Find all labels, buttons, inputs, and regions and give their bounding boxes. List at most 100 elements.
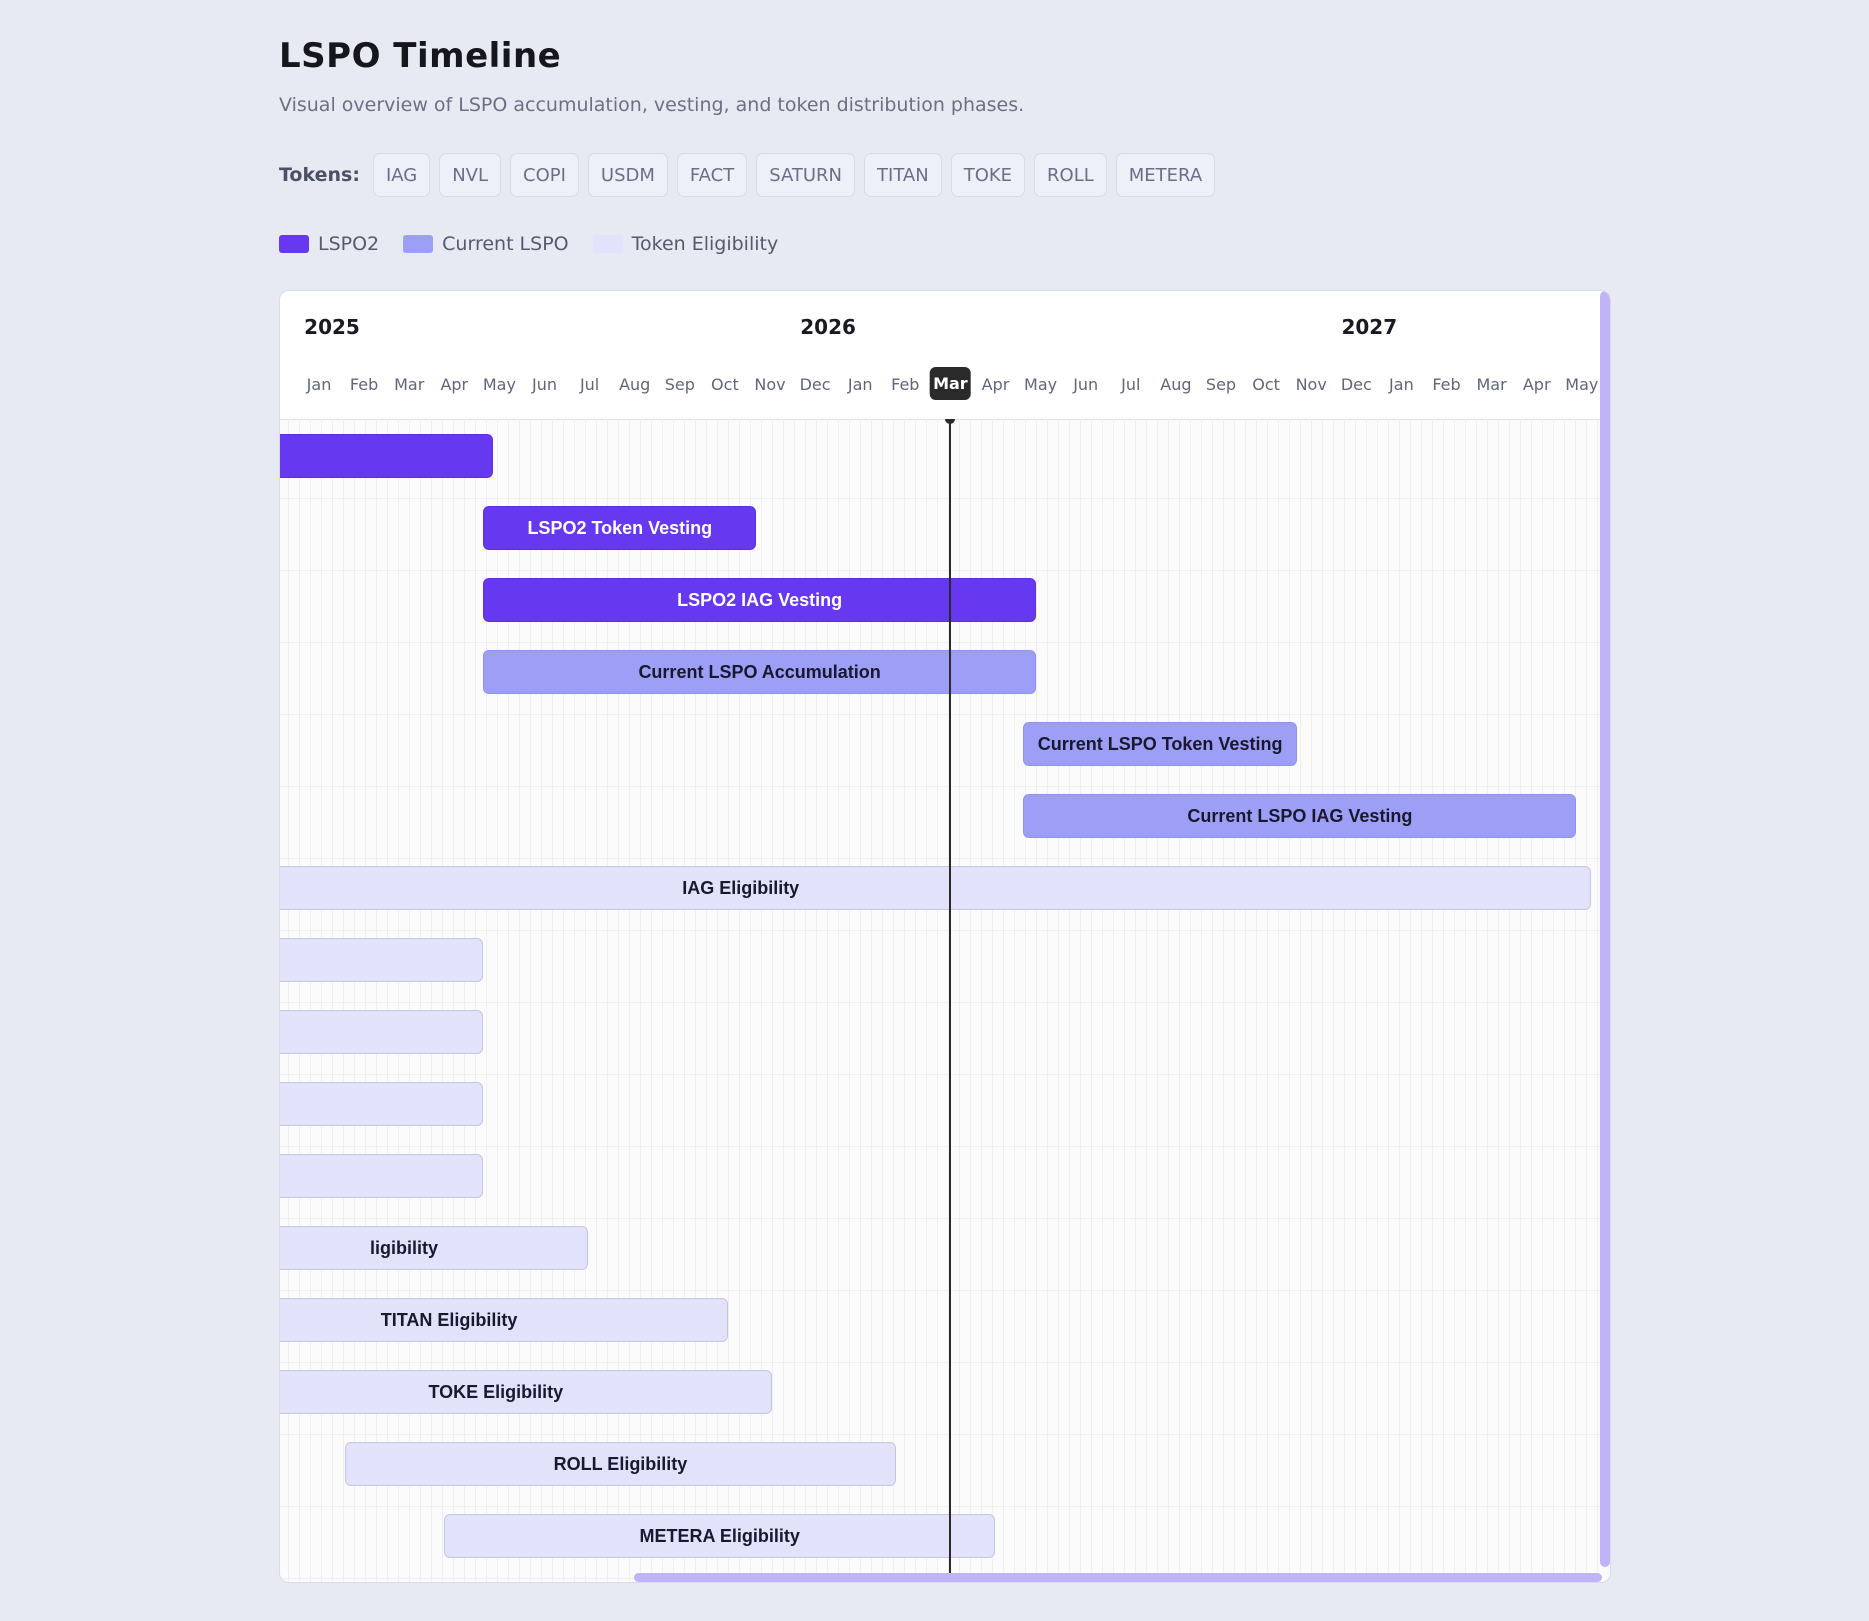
- row-divider: [280, 570, 1602, 571]
- grid-line: [1300, 419, 1301, 1582]
- token-chip-copi[interactable]: COPI: [510, 153, 579, 197]
- grid-line: [343, 419, 344, 1582]
- grid-line: [1520, 419, 1521, 1582]
- legend-swatch-lspo2: [279, 235, 309, 253]
- month-label: Mar: [394, 375, 425, 394]
- grid-line: [1377, 419, 1378, 1582]
- grid-line: [1113, 419, 1114, 1582]
- token-chip-roll[interactable]: ROLL: [1034, 153, 1107, 197]
- page-subtitle: Visual overview of LSPO accumulation, ve…: [279, 94, 1025, 116]
- grid-line: [662, 419, 663, 1582]
- token-chip-iag[interactable]: IAG: [372, 153, 431, 197]
- grid-line: [992, 419, 993, 1582]
- month-label: Feb: [1432, 375, 1461, 394]
- grid-line: [673, 419, 674, 1582]
- grid-line: [1058, 419, 1059, 1582]
- grid-line: [1531, 419, 1532, 1582]
- grid-line: [1135, 419, 1136, 1582]
- row-divider: [280, 498, 1602, 499]
- token-chip-saturn[interactable]: SATURN: [756, 153, 856, 197]
- token-chip-toke[interactable]: TOKE: [950, 153, 1026, 197]
- row-divider: [280, 1218, 1602, 1219]
- month-label: May: [1565, 375, 1599, 394]
- token-chip-titan[interactable]: TITAN: [864, 153, 942, 197]
- grid-line: [409, 419, 410, 1582]
- grid-line: [1069, 419, 1070, 1582]
- grid-line: [1432, 419, 1433, 1582]
- month-label: Apr: [440, 375, 469, 394]
- grid-line: [1190, 419, 1191, 1582]
- timeline-bar-current[interactable]: Current LSPO Token Vesting: [1023, 722, 1297, 766]
- month-label: Jul: [1121, 375, 1141, 394]
- timeline-bar-label: LSPO2 Token Vesting: [527, 517, 713, 538]
- timeline-bar-label: METERA Eligibility: [639, 1525, 800, 1546]
- grid-line: [1168, 419, 1169, 1582]
- grid-line: [1146, 419, 1147, 1582]
- timeline-bar-eligibility[interactable]: TITAN Eligibility: [280, 1298, 729, 1342]
- timeline-bar-eligibility[interactable]: [280, 1154, 484, 1198]
- grid-line: [1454, 419, 1455, 1582]
- grid-line: [893, 419, 894, 1582]
- token-chip-usdm[interactable]: USDM: [587, 153, 668, 197]
- grid-line: [288, 419, 289, 1582]
- grid-line: [1289, 419, 1290, 1582]
- grid-line: [1465, 419, 1466, 1582]
- timeline-bar-eligibility[interactable]: ligibility: [280, 1226, 589, 1270]
- grid-line: [486, 419, 487, 1582]
- timeline-bar-lspo2[interactable]: [280, 434, 493, 478]
- month-label: Oct: [1252, 375, 1280, 394]
- timeline-bar-eligibility[interactable]: ROLL Eligibility: [344, 1442, 897, 1486]
- grid-line: [1179, 419, 1180, 1582]
- token-chip-metera[interactable]: METERA: [1115, 153, 1216, 197]
- grid-line: [1223, 419, 1224, 1582]
- grid-line: [1333, 419, 1334, 1582]
- timeline-bar-current[interactable]: Current LSPO Accumulation: [483, 650, 1037, 694]
- grid-line: [1234, 419, 1235, 1582]
- month-label: Jan: [847, 375, 873, 394]
- grid-line: [299, 419, 300, 1582]
- horizontal-scrollbar[interactable]: [634, 1573, 1602, 1582]
- row-divider: [280, 930, 1602, 931]
- grid-line: [772, 419, 773, 1582]
- timeline-bar-eligibility[interactable]: [280, 1082, 484, 1126]
- grid-line: [1410, 419, 1411, 1582]
- grid-line: [552, 419, 553, 1582]
- grid-line: [684, 419, 685, 1582]
- grid-line: [1443, 419, 1444, 1582]
- timeline-bar-eligibility[interactable]: METERA Eligibility: [443, 1514, 996, 1558]
- row-divider: [280, 1002, 1602, 1003]
- month-label: Dec: [1340, 375, 1372, 394]
- month-label: Apr: [1522, 375, 1551, 394]
- token-chip-nvl[interactable]: NVL: [439, 153, 502, 197]
- token-chip-fact[interactable]: FACT: [676, 153, 748, 197]
- grid-line: [1421, 419, 1422, 1582]
- vertical-scrollbar[interactable]: [1600, 291, 1610, 1567]
- timeline-bar-eligibility[interactable]: [280, 1010, 484, 1054]
- grid-line: [1498, 419, 1499, 1582]
- timeline-bar-eligibility[interactable]: IAG Eligibility: [280, 866, 1591, 910]
- grid-line: [563, 419, 564, 1582]
- legend-swatch-token-eligibility: [592, 235, 623, 253]
- month-label: Aug: [1160, 375, 1192, 394]
- grid-line: [310, 419, 311, 1582]
- grid-line: [1124, 419, 1125, 1582]
- timeline-bar-current[interactable]: Current LSPO IAG Vesting: [1023, 794, 1577, 838]
- grid-line: [827, 419, 828, 1582]
- timeline-bar-lspo2[interactable]: LSPO2 IAG Vesting: [483, 578, 1037, 622]
- grid-line: [1267, 419, 1268, 1582]
- grid-line: [607, 419, 608, 1582]
- timeline-bar-lspo2[interactable]: LSPO2 Token Vesting: [483, 506, 757, 550]
- grid-line: [1322, 419, 1323, 1582]
- timeline-bar-eligibility[interactable]: [280, 938, 484, 982]
- month-label: Oct: [711, 375, 739, 394]
- row-divider: [280, 858, 1602, 859]
- grid-line: [475, 419, 476, 1582]
- grid-line: [915, 419, 916, 1582]
- row-divider: [280, 1290, 1602, 1291]
- grid-line: [882, 419, 883, 1582]
- row-divider: [280, 1074, 1602, 1075]
- grid-line: [959, 419, 960, 1582]
- current-month-marker: Mar: [930, 367, 971, 400]
- timeline-bar-eligibility[interactable]: TOKE Eligibility: [280, 1370, 772, 1414]
